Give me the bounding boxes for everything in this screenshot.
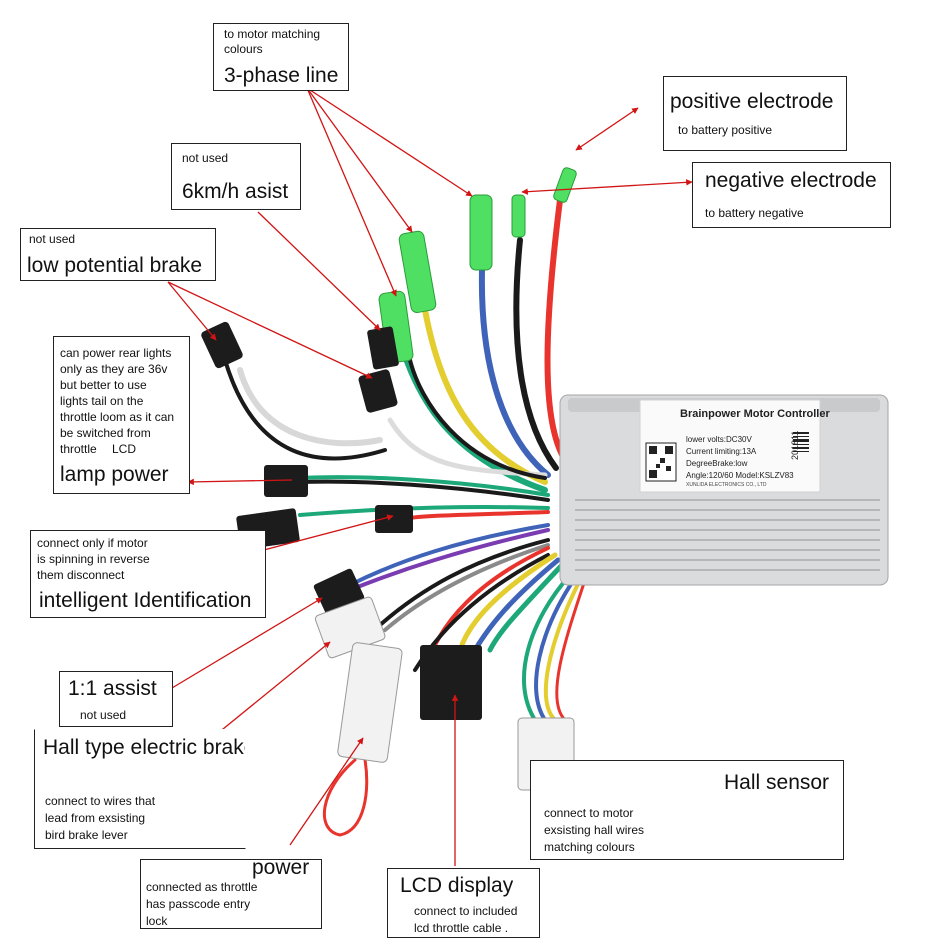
six-km-title: 6km/h asist xyxy=(182,180,289,203)
power-loop-red xyxy=(323,758,369,837)
three-phase-note: to motor matching colours xyxy=(224,27,321,56)
hall-sensor-note-2: exsisting hall wires xyxy=(544,823,645,837)
blue-phase-wire xyxy=(478,267,551,478)
negative-note: to battery negative xyxy=(705,206,804,220)
hall-sensor-wire-yellow xyxy=(543,578,582,722)
low-brake-title: low potential brake xyxy=(27,254,203,277)
lcd-note-1: connect to included xyxy=(414,904,518,918)
controller-title: Brainpower Motor Controller xyxy=(680,408,830,420)
power-note-2: has passcode entry xyxy=(146,897,251,911)
identification-wire-2 xyxy=(408,510,550,520)
lamp-title: lamp power xyxy=(60,463,169,486)
lcd-note-2: lcd throttle cable . xyxy=(414,921,509,935)
assist11-title: 1:1 assist xyxy=(68,677,157,700)
hall-sensor-wire-blue xyxy=(534,576,577,722)
hall-sensor-note-1: connect to motor xyxy=(544,806,634,820)
identification-connector-2 xyxy=(375,505,413,533)
controller-spec-3: DegreeBrake:low xyxy=(686,459,748,468)
identification-note-3: them disconnect xyxy=(37,568,125,582)
black-power-wire xyxy=(513,237,559,471)
lamp-connector xyxy=(264,465,308,497)
lamp-note-1: can power rear lights xyxy=(60,346,172,360)
label-intelligent-identification: connect only if motor is spinning in rev… xyxy=(30,530,266,618)
label-low-potential-brake: not used low potential brake xyxy=(20,228,216,281)
lcd-wire-green xyxy=(487,562,565,653)
lcd-wire-blue xyxy=(472,557,561,653)
hall-sensor-wire-red xyxy=(555,578,587,722)
label-negative-electrode: negative electrode to battery negative xyxy=(692,162,891,228)
lowbrake-black-wire xyxy=(408,358,547,480)
label-six-km-assist: not used 6km/h asist xyxy=(171,143,301,210)
lcd-wire-yellow xyxy=(457,552,558,653)
lamp-note-4: lights tail on the xyxy=(60,394,144,408)
controller-spec-2: Current limiting:13A xyxy=(686,447,757,456)
blue-phase-connector xyxy=(469,194,493,271)
lamp-note-7: throttle xyxy=(60,442,97,456)
barcode-icon xyxy=(793,432,809,452)
power-connector xyxy=(337,642,403,763)
wire-bundle xyxy=(223,197,587,837)
label-lcd-display: LCD display connect to included lcd thro… xyxy=(387,868,540,938)
assist-wire-purple xyxy=(348,528,550,592)
hallbrake-wire-black xyxy=(378,538,550,627)
lamp-note-2: only as they are 36v xyxy=(60,362,168,376)
hall-brake-note-1: connect to wires that xyxy=(45,794,156,808)
leader-arrows xyxy=(149,87,713,866)
six-km-note: not used xyxy=(182,151,229,165)
positive-title: positive electrode xyxy=(670,90,834,113)
label-hall-type-electric-brake: Hall type electric brake connect to wire… xyxy=(34,729,246,849)
label-three-phase-line: to motor matching colours 3-phase line xyxy=(213,23,349,91)
negative-title: negative electrode xyxy=(705,169,877,192)
low-brake-connector-2 xyxy=(358,369,398,413)
yellow-phase-wire xyxy=(422,307,548,485)
hall-sensor-wire-green xyxy=(522,573,572,722)
power-note-3: lock xyxy=(146,914,168,928)
positive-note: to battery positive xyxy=(678,123,773,137)
lamp-wire xyxy=(298,475,550,497)
power-note-1: connected as throttle xyxy=(146,880,258,894)
controller-spec-4: Angle:120/60 Model:KSLZV83 xyxy=(686,471,794,480)
assist11-note: not used xyxy=(80,708,127,722)
lcd-title: LCD display xyxy=(400,874,514,897)
left-loop-white xyxy=(237,367,383,447)
label-positive-electrode: positive electrode to battery positive xyxy=(663,76,847,151)
three-phase-title: 3-phase line xyxy=(224,64,339,87)
hall-sensor-title: Hall sensor xyxy=(724,771,830,794)
lamp-lcd-tag: LCD xyxy=(112,442,137,456)
positive-connector xyxy=(553,167,577,203)
lamp-wire-black xyxy=(298,479,550,502)
power-title: power xyxy=(252,856,310,879)
hall-brake-note-3: bird brake lever xyxy=(45,828,128,842)
identification-note-1: connect only if motor xyxy=(37,536,148,550)
controller-serial: 201811 xyxy=(790,430,800,460)
label-power: power connected as throttle has passcode… xyxy=(140,856,322,929)
lamp-note-6: be switched from xyxy=(60,426,151,440)
controller-spec-1: lower volts:DC30V xyxy=(686,435,752,444)
lamp-note-5: throttle loom as it can xyxy=(60,410,175,424)
red-power-wire xyxy=(544,197,568,463)
label-one-to-one-assist: 1:1 assist not used xyxy=(59,671,173,727)
hall-sensor-note-3: matching colours xyxy=(544,840,635,854)
identification-note-2: is spinning in reverse xyxy=(37,552,150,566)
identification-title: intelligent Identification xyxy=(39,589,252,612)
controller-maker: XUNLIDA ELECTRONICS CO., LTD xyxy=(686,482,767,488)
motor-controller xyxy=(559,394,889,586)
low-brake-note: not used xyxy=(29,232,76,246)
lcd-connector xyxy=(420,645,482,720)
hall-brake-title: Hall type electric brake xyxy=(43,736,246,759)
assist-wire-blue xyxy=(348,523,550,587)
lamp-note-3: but better to use xyxy=(60,378,147,392)
hall-brake-note-2: lead from exsisting xyxy=(45,811,146,825)
label-lamp-power: can power rear lights only as they are 3… xyxy=(53,336,190,494)
label-hall-sensor: Hall sensor connect to motor exsisting h… xyxy=(530,760,844,860)
qr-code-icon xyxy=(645,442,677,482)
negative-connector xyxy=(511,194,526,238)
hallbrake-wire-gray xyxy=(383,543,550,632)
left-loop-black xyxy=(223,358,387,461)
six-km-connector xyxy=(367,326,399,370)
